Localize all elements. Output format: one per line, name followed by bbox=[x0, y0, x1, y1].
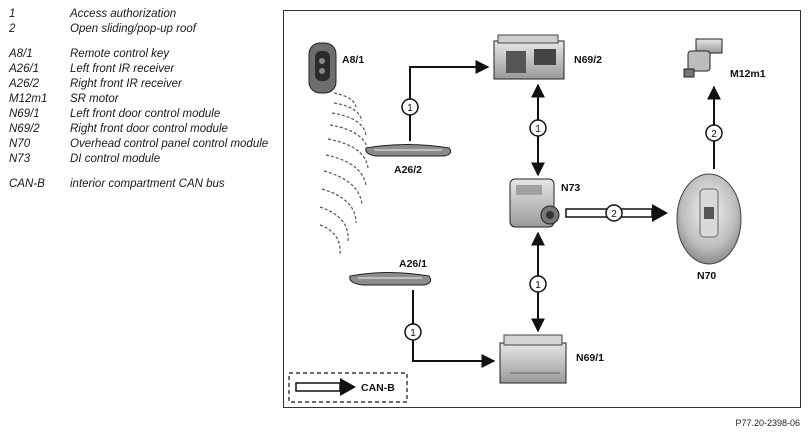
marker-text: 1 bbox=[535, 280, 541, 291]
ir-signal-waves bbox=[319, 92, 369, 256]
figure-reference: P77.20-2398-06 bbox=[735, 418, 800, 428]
legend-item: N73 DI control module bbox=[9, 152, 274, 167]
marker-2-motor: 2 bbox=[705, 124, 723, 142]
legend-item: N69/2 Right front door control module bbox=[9, 122, 274, 137]
legend-code: N69/1 bbox=[9, 108, 40, 120]
legend-code: 1 bbox=[9, 8, 16, 20]
legend-desc: DI control module bbox=[70, 153, 161, 165]
marker-1-upper-bus: 1 bbox=[529, 119, 547, 137]
can-legend-box: CAN-B bbox=[288, 372, 408, 403]
legend-desc: Left front door control module bbox=[70, 108, 221, 120]
legend-desc: Left front IR receiver bbox=[70, 63, 175, 75]
key-label: A8/1 bbox=[342, 54, 364, 66]
remote-key-icon bbox=[308, 42, 337, 94]
marker-text: 1 bbox=[407, 103, 413, 114]
marker-1-lower-bus: 1 bbox=[529, 275, 547, 293]
legend-item: CAN-B interior compartment CAN bus bbox=[9, 177, 274, 192]
legend-code: A8/1 bbox=[9, 48, 33, 60]
legend-item: A8/1 Remote control key bbox=[9, 47, 274, 62]
right-ir-receiver-icon bbox=[365, 144, 452, 157]
left-door-module-icon bbox=[499, 334, 567, 384]
legend-desc: Right front IR receiver bbox=[70, 78, 182, 90]
legend: 1 Access authorization 2 Open sliding/po… bbox=[9, 7, 274, 192]
legend-item: 1 Access authorization bbox=[9, 7, 274, 22]
link-a262-to-n692 bbox=[409, 60, 490, 141]
overhead-label: N70 bbox=[697, 270, 716, 282]
connections bbox=[409, 60, 721, 368]
sr-motor-label: M12m1 bbox=[730, 68, 766, 80]
legend-item: A26/1 Left front IR receiver bbox=[9, 62, 274, 77]
legend-code: N70 bbox=[9, 138, 31, 150]
legend-code: CAN-B bbox=[9, 178, 45, 190]
sr-motor-icon bbox=[683, 38, 723, 78]
legend-item: N70 Overhead control panel control modul… bbox=[9, 137, 274, 152]
right-ir-label: A26/2 bbox=[394, 164, 422, 176]
marker-text: 1 bbox=[535, 124, 541, 135]
legend-desc: Overhead control panel control module bbox=[70, 138, 269, 150]
legend-code: N69/2 bbox=[9, 123, 40, 135]
legend-desc: Right front door control module bbox=[70, 123, 228, 135]
marker-text: 2 bbox=[611, 209, 617, 220]
legend-desc: Open sliding/pop-up roof bbox=[70, 23, 196, 35]
left-ir-label: A26/1 bbox=[399, 258, 427, 270]
left-ir-receiver-icon bbox=[349, 272, 432, 286]
overhead-panel-icon bbox=[676, 173, 742, 265]
marker-1-left: 1 bbox=[404, 323, 422, 341]
legend-code: M12m1 bbox=[9, 93, 48, 105]
right-door-label: N69/2 bbox=[574, 54, 602, 66]
legend-desc: Remote control key bbox=[70, 48, 170, 60]
left-door-label: N69/1 bbox=[576, 352, 604, 364]
right-door-module-icon bbox=[493, 34, 565, 80]
marker-text: 2 bbox=[711, 129, 717, 140]
legend-item: 2 Open sliding/pop-up roof bbox=[9, 22, 274, 37]
legend-code: A26/2 bbox=[9, 78, 40, 90]
legend-code: A26/1 bbox=[9, 63, 40, 75]
legend-desc: SR motor bbox=[70, 93, 119, 105]
legend-item: N69/1 Left front door control module bbox=[9, 107, 274, 122]
legend-item: A26/2 Right front IR receiver bbox=[9, 77, 274, 92]
link-a261-to-n691 bbox=[412, 290, 496, 368]
can-legend-label: CAN-B bbox=[361, 382, 395, 394]
legend-desc: interior compartment CAN bus bbox=[70, 178, 225, 190]
diagram-panel: A8/1 A26/2 A26/1 N69/2 N69/1 bbox=[283, 10, 801, 408]
legend-code: N73 bbox=[9, 153, 31, 165]
legend-code: 2 bbox=[9, 23, 16, 35]
legend-item: M12m1 SR motor bbox=[9, 92, 274, 107]
marker-text: 1 bbox=[410, 328, 416, 339]
diagram-canvas: A8/1 A26/2 A26/1 N69/2 N69/1 bbox=[288, 34, 766, 403]
marker-1-right: 1 bbox=[401, 98, 419, 116]
legend-desc: Access authorization bbox=[70, 8, 177, 20]
di-module-label: N73 bbox=[561, 182, 580, 194]
di-module-icon bbox=[509, 178, 560, 228]
marker-2-can: 2 bbox=[605, 204, 623, 222]
